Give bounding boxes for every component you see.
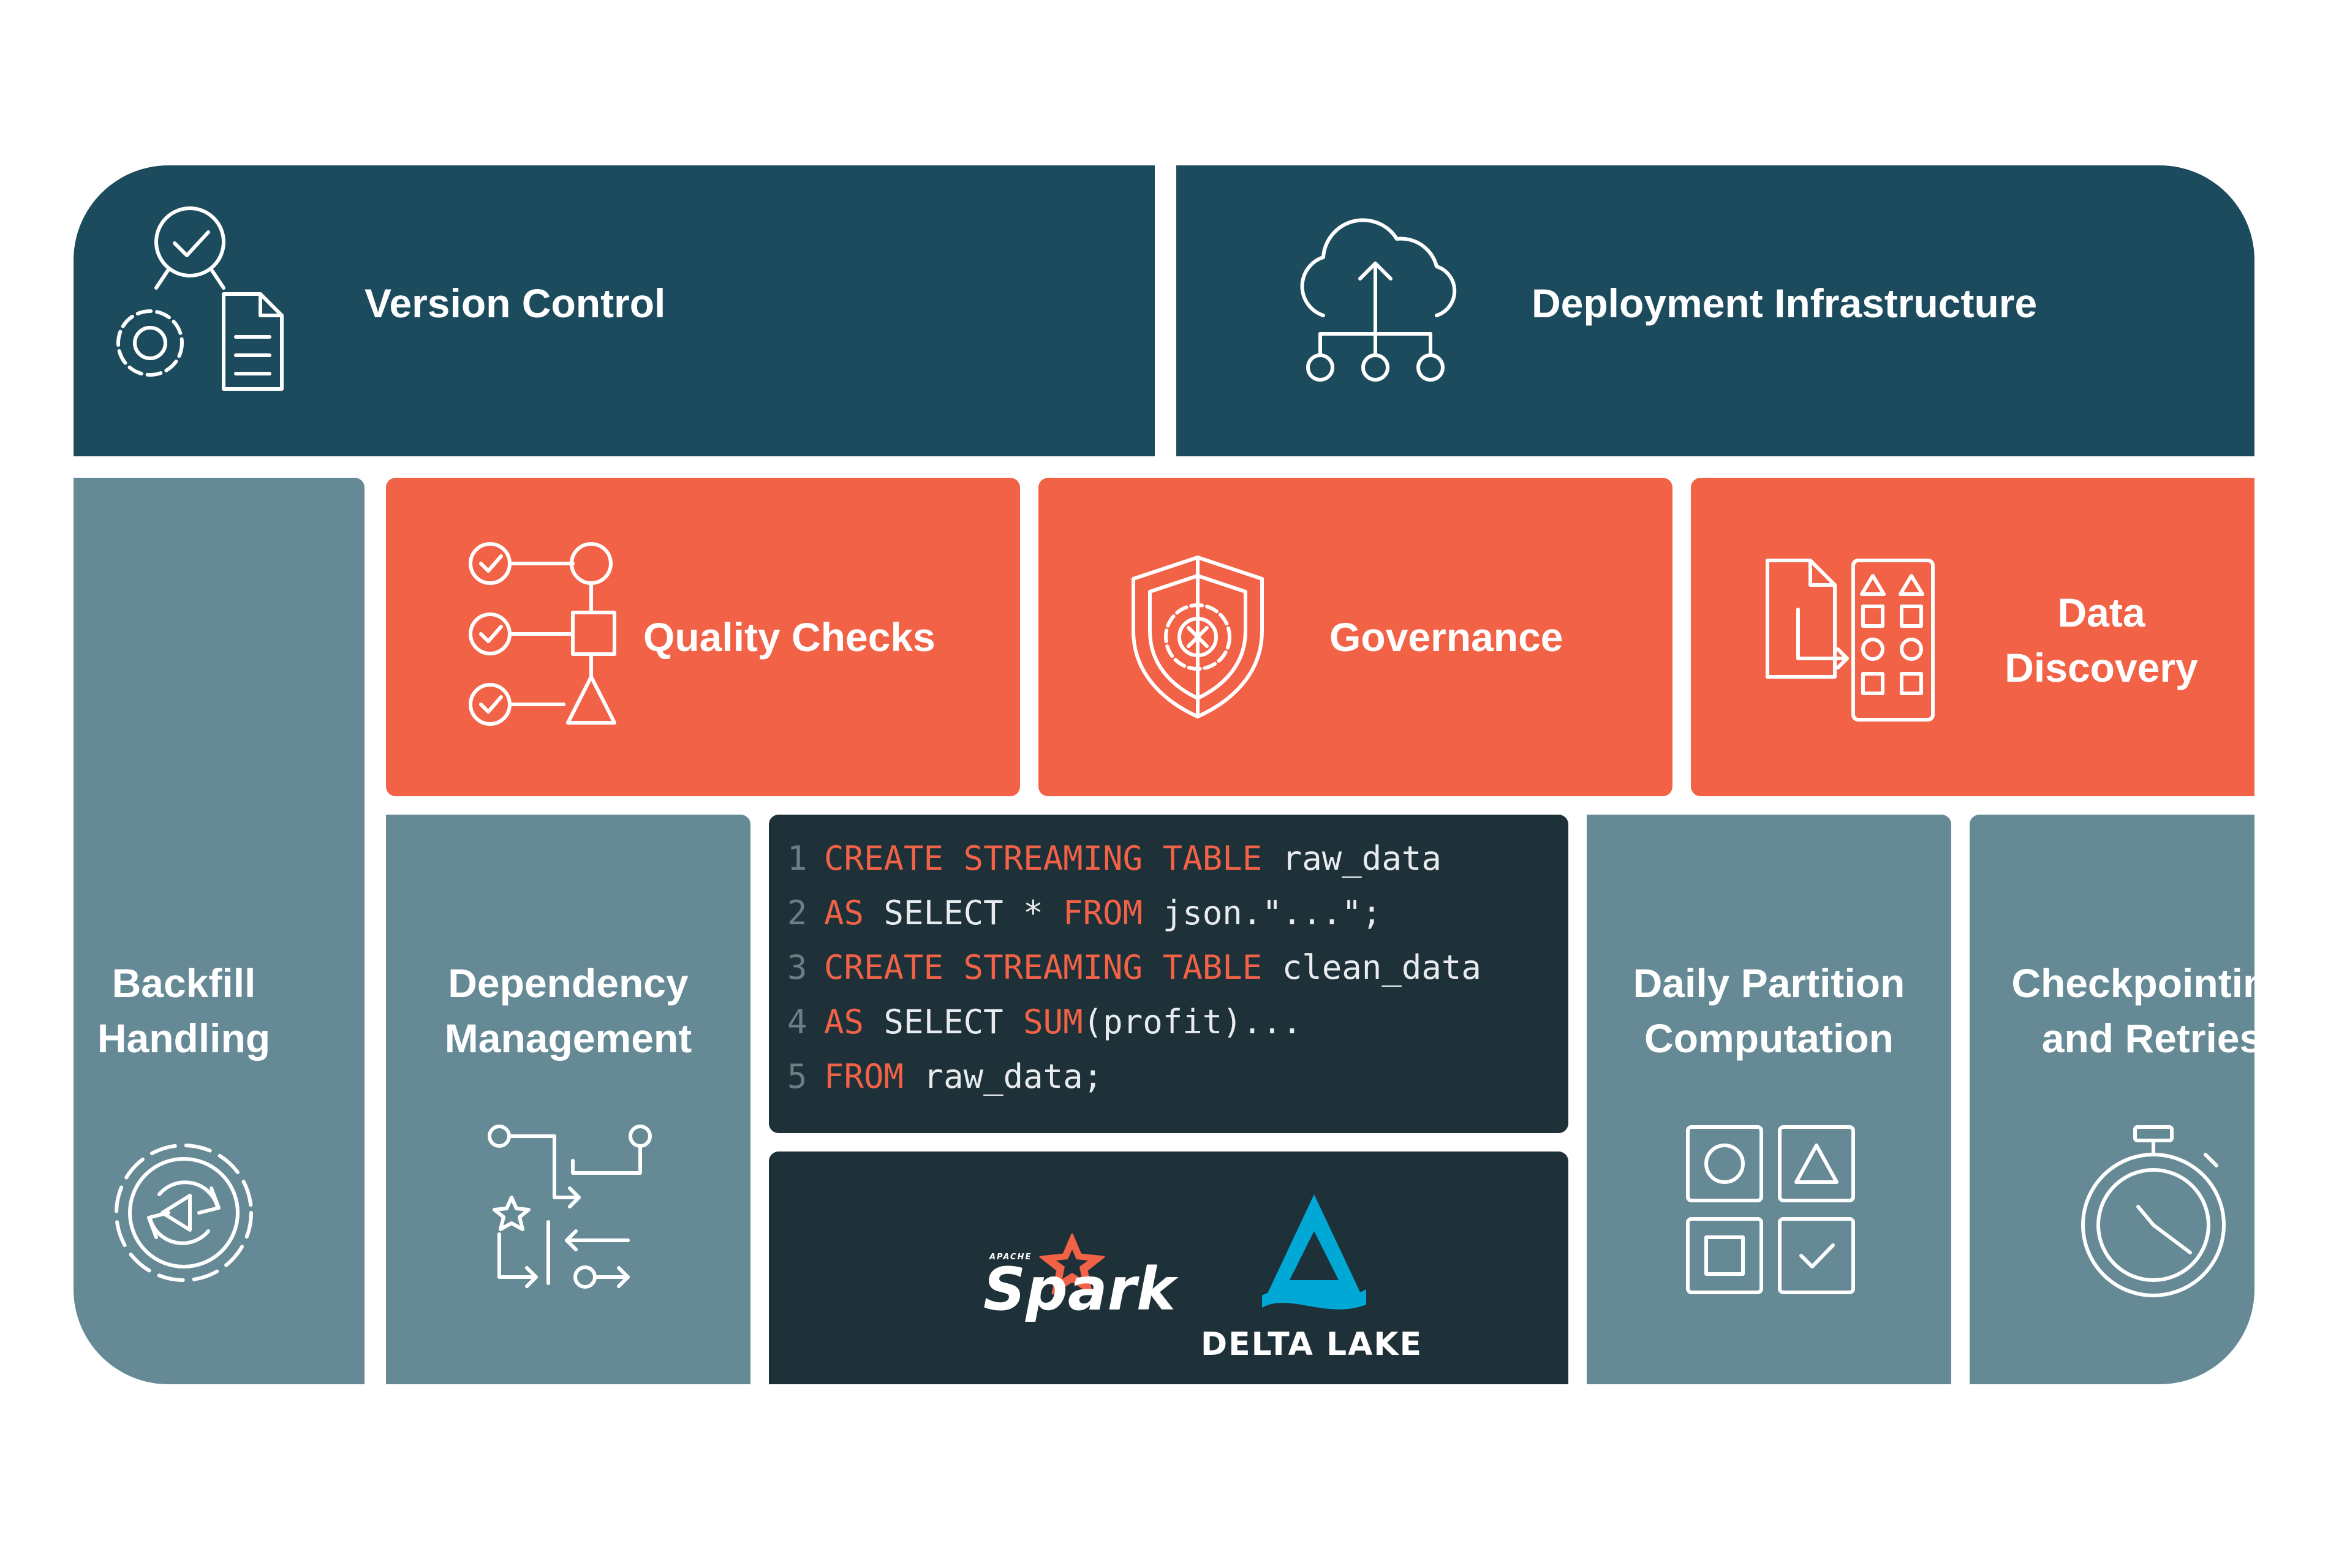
data-discovery-label: Data Discovery	[1948, 585, 2254, 695]
code-keyword: SUM	[1023, 1003, 1083, 1041]
backfill-handling-tile: Backfill Handling	[74, 478, 365, 1384]
deployment-infrastructure-tile: Deployment Infrastructure	[1176, 165, 2254, 456]
delta-lake-text: DELTA LAKE	[1201, 1326, 1423, 1363]
code-line-2: 2 AS SELECT * FROM json."...";	[787, 895, 1381, 932]
checkpointing-label: Checkpointing and Retries	[1970, 956, 2254, 1066]
governance-label: Governance	[1329, 614, 1563, 660]
spark-logo-text: Spark	[983, 1255, 1176, 1324]
dependency-line-2: Management	[444, 1016, 692, 1061]
daily-partition-line-2: Computation	[1644, 1016, 1894, 1061]
version-control-tile: Version Control	[74, 165, 1155, 456]
data-discovery-line-1: Data	[2057, 590, 2145, 635]
spark-star-icon	[1039, 1233, 1105, 1295]
deployment-infrastructure-label: Deployment Infrastructure	[1532, 281, 2038, 326]
delta-lake-logo-icon	[1262, 1194, 1366, 1310]
dependency-line-1: Dependency	[448, 960, 689, 1006]
architecture-diagram: Version Control Deployment Infrastructur…	[74, 165, 2254, 1384]
flow-arrows-icon	[488, 1125, 652, 1289]
line-number: 5	[787, 1057, 807, 1096]
line-number: 4	[787, 1003, 807, 1041]
cloud-upload-network-icon	[1300, 218, 1457, 382]
dependency-management-label: Dependency Management	[386, 956, 750, 1066]
line-number: 1	[787, 839, 807, 878]
code-text: raw_data;	[904, 1057, 1103, 1096]
logo-panel: APACHE Spark DELTA LAKE	[769, 1152, 1568, 1384]
daily-partition-label: Daily Partition Computation	[1587, 956, 1951, 1066]
code-keyword: CREATE STREAMING TABLE	[824, 839, 1263, 878]
line-number: 2	[787, 894, 807, 932]
code-keyword: AS	[824, 1003, 864, 1041]
version-control-label: Version Control	[365, 281, 666, 326]
checkpointing-tile: Checkpointing and Retries	[1970, 815, 2254, 1384]
dependency-management-tile: Dependency Management	[386, 815, 750, 1384]
data-discovery-tile: Data Discovery	[1691, 478, 2254, 796]
governance-tile: Governance	[1038, 478, 1672, 796]
backfill-line-1: Backfill	[111, 960, 256, 1006]
code-line-4: 4 AS SELECT SUM(profit)...	[787, 1004, 1302, 1041]
code-text: (profit)...	[1083, 1003, 1302, 1041]
daily-partition-line-1: Daily Partition	[1633, 960, 1905, 1006]
code-line-3: 3 CREATE STREAMING TABLE clean_data	[787, 949, 1481, 986]
backfill-handling-label: Backfill Handling	[74, 956, 294, 1066]
daily-partition-tile: Daily Partition Computation	[1587, 815, 1951, 1384]
gear-refresh-icon	[115, 1144, 253, 1282]
code-keyword: FROM	[824, 1057, 904, 1096]
shield-gear-icon	[1132, 556, 1264, 718]
backfill-line-2: Handling	[97, 1016, 271, 1061]
code-text: SELECT	[864, 1003, 1024, 1041]
code-text: SELECT *	[864, 894, 1064, 932]
code-text: raw_data	[1262, 839, 1442, 878]
code-keyword: CREATE STREAMING TABLE	[824, 948, 1263, 987]
code-line-5: 5 FROM raw_data;	[787, 1058, 1103, 1095]
quality-checks-tile: Quality Checks	[386, 478, 1020, 796]
quality-checks-label: Quality Checks	[643, 614, 935, 660]
code-text: json."...";	[1143, 894, 1382, 932]
line-number: 3	[787, 948, 807, 987]
code-line-1: 1 CREATE STREAMING TABLE raw_data	[787, 840, 1442, 877]
shape-grid-icon	[1686, 1125, 1855, 1294]
data-discovery-line-2: Discovery	[2005, 645, 2198, 690]
code-text: clean_data	[1262, 948, 1481, 987]
search-check-gear-document-icon	[116, 206, 284, 391]
apache-text: APACHE	[989, 1253, 1032, 1262]
code-keyword: AS	[824, 894, 864, 932]
checklist-shapes-icon	[469, 542, 616, 726]
checkpointing-line-2: and Retries	[2041, 1016, 2254, 1061]
document-shapes-grid-icon	[1766, 559, 1935, 722]
code-keyword: FROM	[1063, 894, 1143, 932]
stopwatch-icon	[2081, 1125, 2226, 1297]
checkpointing-line-1: Checkpointing	[2011, 960, 2254, 1006]
